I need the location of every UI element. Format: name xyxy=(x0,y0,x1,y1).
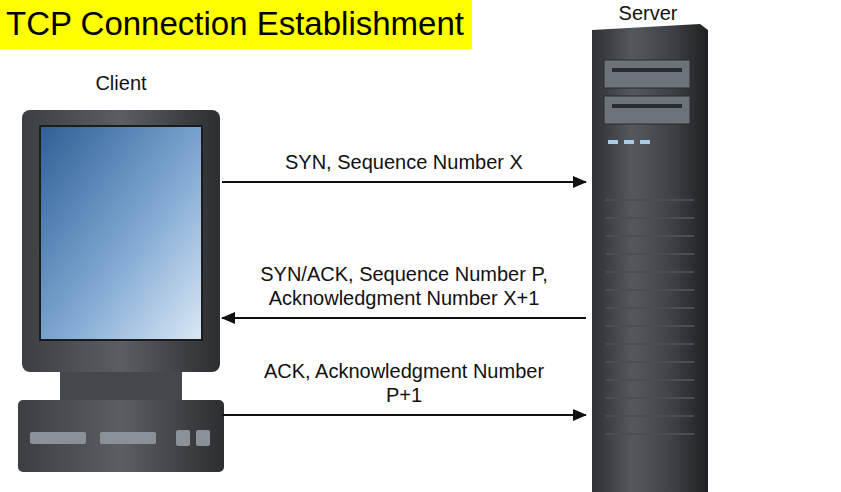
vent-line xyxy=(606,397,694,399)
server-tower xyxy=(592,24,708,492)
message-label: ACK, Acknowledgment Number P+1 xyxy=(254,359,554,407)
server-node: Server xyxy=(586,2,710,492)
vent-line xyxy=(606,433,694,435)
vent-line xyxy=(606,325,694,327)
vent-line xyxy=(606,235,694,237)
vent-line xyxy=(606,307,694,309)
title-banner: TCP Connection Establishment xyxy=(0,0,472,49)
message-arrow xyxy=(222,181,586,183)
vent-line xyxy=(606,415,694,417)
message-label: SYN, Sequence Number X xyxy=(285,150,523,174)
message-label: SYN/ACK, Sequence Number P, Acknowledgme… xyxy=(254,262,554,310)
vent-line xyxy=(606,289,694,291)
vent-line xyxy=(606,343,694,345)
client-computer xyxy=(18,110,224,472)
message-arrow xyxy=(222,317,586,319)
vent-line xyxy=(606,361,694,363)
node-label: Server xyxy=(586,2,710,25)
client-node: Client xyxy=(20,72,222,472)
message-arrow xyxy=(222,414,586,416)
vent-line xyxy=(606,271,694,273)
vent-line xyxy=(606,199,694,201)
node-label: Client xyxy=(20,72,222,95)
vent-line xyxy=(606,379,694,381)
vent-line xyxy=(606,253,694,255)
vent-line xyxy=(606,217,694,219)
